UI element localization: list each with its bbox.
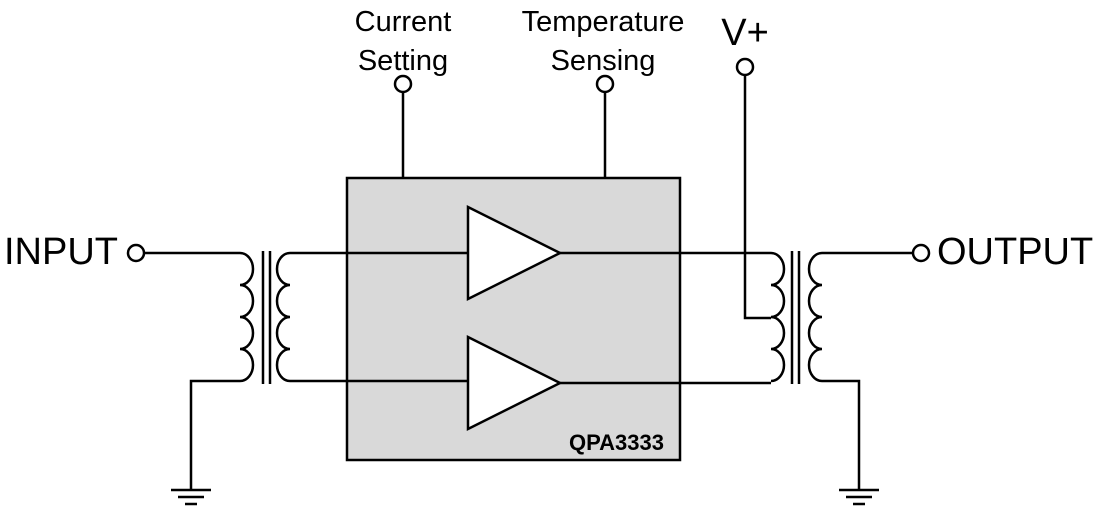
lower-amplifier-icon bbox=[466, 334, 563, 432]
current-setting-label-line1: Current bbox=[355, 6, 452, 38]
supply-wire bbox=[743, 75, 771, 320]
input-label: INPUT bbox=[4, 231, 118, 273]
temperature-sensing-label-line2: Sensing bbox=[551, 45, 656, 77]
upper-amplifier-icon bbox=[466, 204, 563, 302]
input-ground-icon bbox=[171, 488, 211, 506]
input-transformer-primary-coil bbox=[239, 251, 255, 383]
output-terminal-icon[interactable] bbox=[911, 243, 931, 263]
output-label: OUTPUT bbox=[937, 231, 1093, 273]
temperature-sensing-label-line1: Temperature bbox=[522, 6, 685, 38]
supply-label: V+ bbox=[721, 12, 769, 54]
output-transformer-secondary-coil bbox=[807, 251, 823, 383]
chip-part-number: QPA3333 bbox=[569, 430, 664, 455]
output-ground-wire bbox=[822, 379, 861, 490]
input-transformer-secondary-coil bbox=[275, 251, 291, 383]
input-terminal-icon[interactable] bbox=[126, 243, 146, 263]
current-setting-terminal-icon[interactable] bbox=[393, 74, 413, 94]
output-ground-icon bbox=[839, 488, 879, 506]
current-setting-label-line2: Setting bbox=[358, 45, 448, 77]
input-ground-wire bbox=[189, 379, 240, 490]
supply-terminal-icon[interactable] bbox=[735, 57, 755, 77]
output-transformer-primary-coil bbox=[770, 251, 786, 383]
chip-body bbox=[345, 176, 682, 462]
temperature-sensing-terminal-icon[interactable] bbox=[595, 74, 615, 94]
